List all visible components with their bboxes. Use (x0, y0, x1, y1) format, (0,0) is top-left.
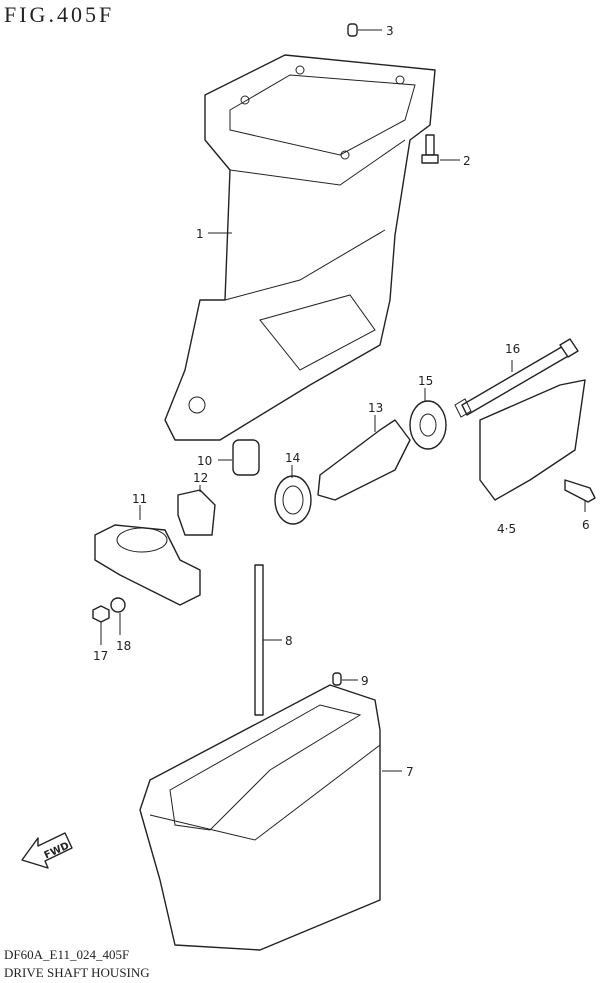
callout-11: 11 (132, 492, 147, 506)
part-pin-3[interactable] (347, 23, 358, 37)
leader-lines (100, 29, 586, 772)
part-stud-8[interactable] (254, 564, 264, 716)
part-pin-9[interactable] (332, 672, 342, 686)
callout-17: 17 (93, 649, 108, 663)
callout-14: 14 (285, 451, 300, 465)
part-sensor-12[interactable] (177, 489, 216, 536)
callout-2: 2 (463, 154, 471, 168)
callout-6: 6 (582, 518, 590, 532)
part-ring-14[interactable] (274, 475, 312, 525)
callout-8: 8 (285, 634, 293, 648)
part-washer-18[interactable] (110, 597, 126, 613)
callout-3: 3 (386, 24, 394, 38)
part-bolt-6[interactable] (564, 479, 596, 503)
part-bolt-16[interactable] (454, 338, 579, 418)
part-grommet-15[interactable] (409, 400, 447, 450)
part-nut-17[interactable] (92, 605, 110, 623)
part-plate-4-5[interactable] (479, 379, 586, 501)
figure-title: FIG.405F (4, 2, 115, 27)
part-drive-shaft-housing[interactable] (164, 54, 436, 441)
diagram-code: DF60A_E11_024_405F (4, 947, 130, 962)
part-bolt-2[interactable] (421, 134, 439, 164)
callout-12: 12 (193, 471, 208, 485)
callout-15: 15 (418, 374, 433, 388)
diagram-title: DRIVE SHAFT HOUSING (4, 965, 150, 980)
callout-13: 13 (368, 401, 383, 415)
callout-1: 1 (196, 227, 204, 241)
callout-9: 9 (361, 674, 369, 688)
part-mount-13[interactable] (317, 419, 411, 501)
fwd-arrow-icon: FWD (21, 832, 73, 869)
part-lower-housing-7[interactable] (139, 684, 381, 951)
callout-16: 16 (505, 342, 520, 356)
part-bushing-10[interactable] (232, 439, 260, 476)
part-bracket-11[interactable] (94, 524, 201, 606)
callout-10: 10 (197, 454, 212, 468)
callout-18: 18 (116, 639, 131, 653)
callout-4-5: 4·5 (497, 522, 516, 536)
callout-7: 7 (406, 765, 414, 779)
